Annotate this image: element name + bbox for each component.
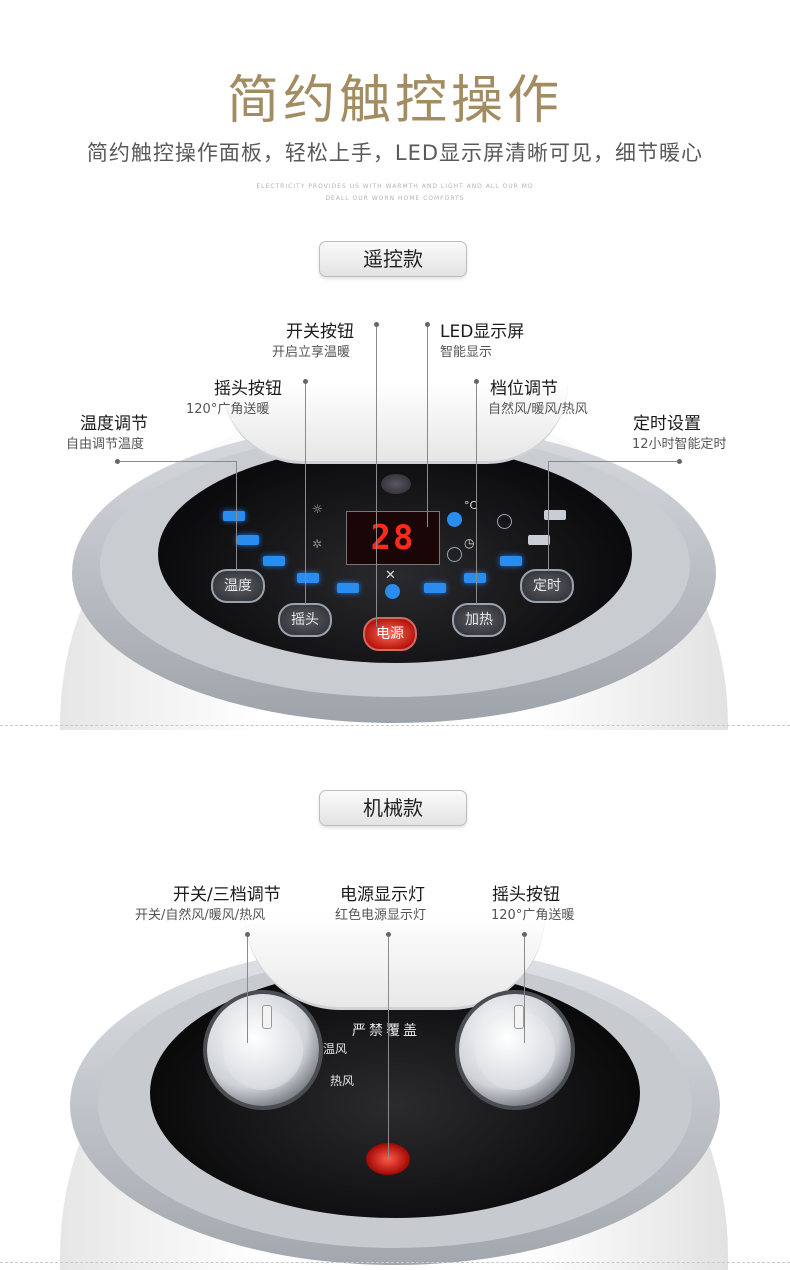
mode-knob-pointer bbox=[262, 1005, 272, 1029]
timer-level-2 bbox=[544, 510, 566, 520]
temp-level-3 bbox=[263, 556, 285, 566]
callout-swing-title: 摇头按钮 bbox=[214, 379, 282, 399]
callout-led-desc: 智能显示 bbox=[440, 345, 493, 360]
callout-mode-desc: 自然风/暖风/热风 bbox=[488, 402, 588, 417]
swing-button[interactable]: 摇头 bbox=[278, 603, 332, 637]
callout-temp-dot bbox=[115, 459, 120, 464]
remote-heater-handle-notch bbox=[222, 383, 568, 464]
callout-lamp-dot bbox=[386, 932, 391, 937]
section-divider-1 bbox=[0, 725, 790, 726]
page-title: 简约触控操作 bbox=[226, 71, 563, 131]
remote-model-badge: 遥控款 bbox=[319, 241, 467, 277]
callout-swing-dot bbox=[303, 379, 308, 384]
page-subtitle: 简约触控操作面板，轻松上手，LED显示屏清晰可见，细节暖心 bbox=[86, 141, 704, 165]
callout-mode-dot bbox=[474, 379, 479, 384]
mode-level-2 bbox=[464, 573, 486, 583]
tagline-line-1: ELECTRICITY PROVIDES US WITH WARMTH AND … bbox=[256, 183, 534, 190]
callout-power-dot bbox=[374, 322, 379, 327]
callout-swing2-desc: 120°广角送暖 bbox=[491, 908, 575, 923]
callout-temp-vline bbox=[236, 461, 237, 571]
callout-power-desc: 开启立享温暖 bbox=[272, 345, 351, 360]
mode-level-1 bbox=[424, 583, 446, 593]
led-display: 28 bbox=[346, 511, 440, 565]
callout-swing-line bbox=[305, 384, 306, 604]
heat-button[interactable]: 加热 bbox=[452, 603, 506, 637]
mode-warm-label: 温风 bbox=[323, 1042, 348, 1056]
temp-level-1 bbox=[223, 511, 245, 521]
callout-lamp-desc: 红色电源显示灯 bbox=[335, 908, 427, 923]
callout-led-title: LED显示屏 bbox=[440, 322, 525, 342]
swing-level-1 bbox=[297, 573, 319, 583]
callout-timer-title: 定时设置 bbox=[633, 414, 701, 434]
swing-knob-pointer bbox=[514, 1005, 524, 1029]
callout-power-title: 开关按钮 bbox=[286, 322, 354, 342]
power-indicator bbox=[385, 584, 400, 599]
swing-level-2 bbox=[337, 583, 359, 593]
mode-level-3 bbox=[500, 556, 522, 566]
cover-warning: 严禁覆盖 bbox=[352, 1023, 420, 1039]
callout-swing-desc: 120°广角送暖 bbox=[186, 402, 270, 417]
celsius-label: °C bbox=[464, 499, 478, 512]
callout-switch-line bbox=[247, 937, 248, 1043]
tagline-line-2: DEALL OUR WORN HOME COMFORTS bbox=[325, 195, 465, 202]
celsius-indicator bbox=[447, 512, 462, 527]
callout-temp-hline bbox=[120, 461, 236, 462]
callout-timer-hline bbox=[548, 461, 677, 462]
callout-led-line bbox=[427, 327, 428, 527]
callout-mode-line bbox=[476, 384, 477, 604]
timer-indicator bbox=[447, 547, 462, 562]
callout-swing2-title: 摇头按钮 bbox=[492, 885, 560, 905]
mechanical-heater-handle-notch bbox=[245, 915, 545, 1010]
callout-swing2-dot bbox=[522, 932, 527, 937]
section-divider-2 bbox=[0, 1262, 790, 1263]
sun-icon: ☼ bbox=[312, 502, 323, 516]
mode-indicator bbox=[497, 514, 512, 529]
callout-switch-desc: 开关/自然风/暖风/热风 bbox=[135, 908, 266, 923]
fan-small-icon: ✲ bbox=[312, 537, 323, 551]
callout-power-line bbox=[376, 327, 377, 627]
callout-timer-desc: 12小时智能定时 bbox=[632, 437, 727, 452]
callout-switch-dot bbox=[245, 932, 250, 937]
callout-lamp-title: 电源显示灯 bbox=[340, 885, 425, 905]
fan-icon: ✕ bbox=[385, 568, 396, 583]
mechanical-model-badge: 机械款 bbox=[319, 790, 467, 826]
timer-level-1 bbox=[528, 535, 550, 545]
callout-switch-title: 开关/三档调节 bbox=[173, 885, 281, 905]
power-button[interactable]: 电源 bbox=[363, 617, 417, 651]
callout-swing2-line bbox=[524, 937, 525, 1043]
temp-level-2 bbox=[237, 535, 259, 545]
callout-mode-title: 档位调节 bbox=[490, 379, 558, 399]
timer-button[interactable]: 定时 bbox=[520, 569, 574, 603]
callout-temp-title: 温度调节 bbox=[80, 414, 148, 434]
mode-hot-label: 热风 bbox=[330, 1074, 355, 1088]
callout-timer-dot bbox=[677, 459, 682, 464]
callout-timer-vline bbox=[548, 461, 549, 571]
sensor-icon bbox=[381, 474, 411, 494]
callout-lamp-line bbox=[388, 937, 389, 1159]
callout-led-dot bbox=[425, 322, 430, 327]
temp-button[interactable]: 温度 bbox=[211, 569, 265, 603]
clock-icon: ◷ bbox=[464, 536, 475, 550]
callout-temp-desc: 自由调节温度 bbox=[66, 437, 145, 452]
